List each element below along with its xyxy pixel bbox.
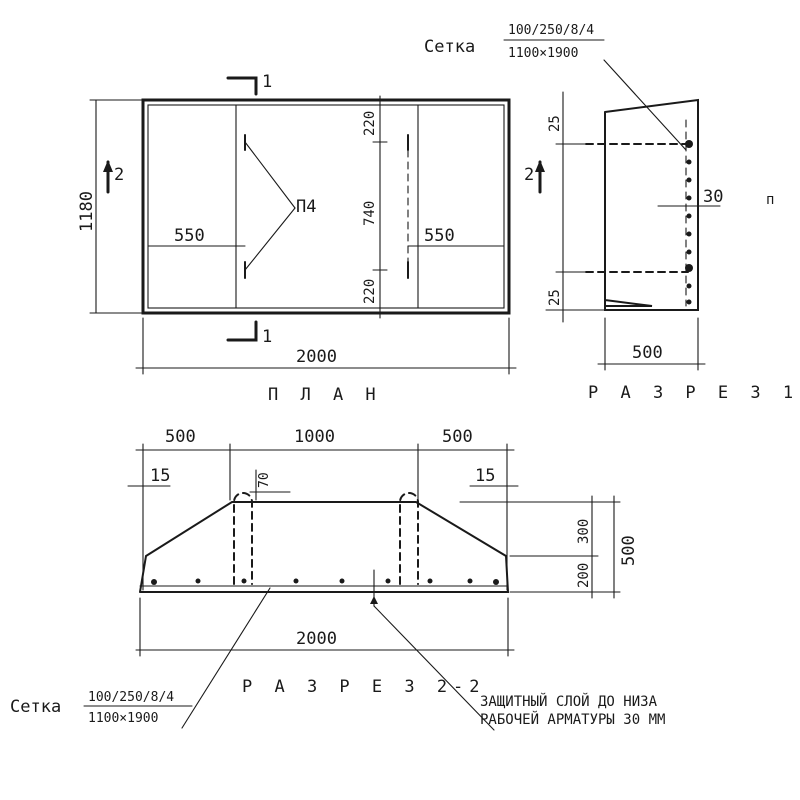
rebar-dot — [686, 231, 692, 237]
rebar-dot — [293, 578, 299, 584]
section22-mesh-num: 100/250/8/4 — [88, 690, 174, 705]
rebar-dot — [686, 195, 692, 201]
section11-mesh-num: 100/250/8/4 — [508, 23, 594, 38]
rebar-dot — [151, 579, 157, 585]
section11-dim-top-25: 25 — [547, 115, 563, 132]
section-2-2: 500 1000 500 15 15 70 — [10, 427, 665, 731]
rebar-dot — [427, 578, 433, 584]
plan-title: П Л А Н — [268, 385, 382, 405]
section22-edge-left: 15 — [150, 466, 170, 486]
rebar-dot — [686, 299, 692, 305]
section22-note-leader — [373, 605, 495, 731]
section22-loop-right — [399, 492, 419, 585]
dim-2000: 2000 — [296, 347, 337, 367]
section22-width-2000: 2000 — [296, 629, 337, 649]
rebar-dot — [339, 578, 345, 584]
section11-rebar-dots — [685, 140, 693, 305]
cut-2-right-label: 2 — [524, 165, 534, 185]
dim-right-550: 550 — [424, 226, 455, 246]
section11-mesh-den: 1100×1900 — [508, 46, 578, 61]
section22-dim-left: 500 — [165, 427, 196, 447]
section22-loop-70: 70 — [257, 472, 272, 488]
section22-h-300: 300 — [576, 519, 592, 544]
rebar-dot — [241, 578, 247, 584]
cut-1-top-marker — [226, 76, 258, 96]
section-1-1: 25 25 30 п 500 Сетка 100/250/8/4 1100×19… — [424, 23, 800, 403]
dim-bottom-220: 220 — [362, 279, 378, 304]
rebar-dot — [467, 578, 473, 584]
cut-2-left-label: 2 — [114, 165, 124, 185]
rebar-dot — [685, 264, 693, 272]
rebar-dot — [385, 578, 391, 584]
section11-mesh-leader — [603, 59, 687, 151]
cut-1-bottom-label: 1 — [262, 327, 272, 347]
section11-dim-bottom-25: 25 — [547, 289, 563, 306]
rebar-dot — [686, 283, 692, 289]
section22-edge-right: 15 — [475, 466, 495, 486]
section11-side-mark: п — [766, 192, 774, 208]
loop-label: П4 — [296, 197, 316, 217]
loop-leader-bottom — [244, 207, 296, 271]
cut-1-bottom-marker — [226, 320, 258, 342]
loop-leader-top — [244, 141, 296, 209]
section22-h-500: 500 — [619, 535, 639, 566]
section11-title: Р А З Р Е З 1-1 — [588, 383, 800, 403]
rebar-dot — [195, 578, 201, 584]
rebar-dot — [686, 159, 692, 165]
dim-top-220: 220 — [362, 111, 378, 136]
section11-outline — [604, 98, 699, 311]
section11-mesh-label: Сетка — [424, 37, 475, 57]
rebar-dot — [686, 213, 692, 219]
section22-dim-right: 500 — [442, 427, 473, 447]
section22-note-line2: РАБОЧЕЙ АРМАТУРЫ 30 ММ — [480, 710, 665, 728]
cut-2-left-arrow — [103, 160, 113, 172]
cut-2-right-arrow — [535, 160, 545, 172]
plan-view: П4 550 550 220 740 220 1180 2000 1 1 2 — [77, 72, 545, 405]
section22-note-line1: ЗАЩИТНЫЙ СЛОЙ ДО НИЗА — [480, 692, 658, 710]
cut-1-top-label: 1 — [262, 72, 272, 92]
section22-dim-mid: 1000 — [294, 427, 335, 447]
dim-left-550: 550 — [174, 226, 205, 246]
section22-h-200: 200 — [576, 563, 592, 588]
rebar-dot — [493, 579, 499, 585]
section22-mesh-den: 1100×1900 — [88, 711, 158, 726]
section11-width-500: 500 — [632, 343, 663, 363]
plan-inner-outline — [147, 104, 505, 309]
section22-mesh-leader — [181, 587, 271, 729]
rebar-dot — [685, 140, 693, 148]
rebar-dot — [686, 177, 692, 183]
section22-mesh-label: Сетка — [10, 697, 61, 717]
section22-outline — [139, 501, 510, 593]
plan-outline — [141, 98, 511, 315]
rebar-dot — [686, 249, 692, 255]
section22-cover-arrow — [370, 596, 378, 604]
dim-mid-740: 740 — [362, 201, 378, 226]
dim-1180: 1180 — [77, 191, 97, 232]
section11-cover-30: 30 — [703, 187, 723, 207]
section22-rebar-dots — [151, 578, 499, 585]
section22-loop-left — [233, 492, 253, 585]
section22-title: Р А З Р Е З 2-2 — [242, 677, 486, 697]
